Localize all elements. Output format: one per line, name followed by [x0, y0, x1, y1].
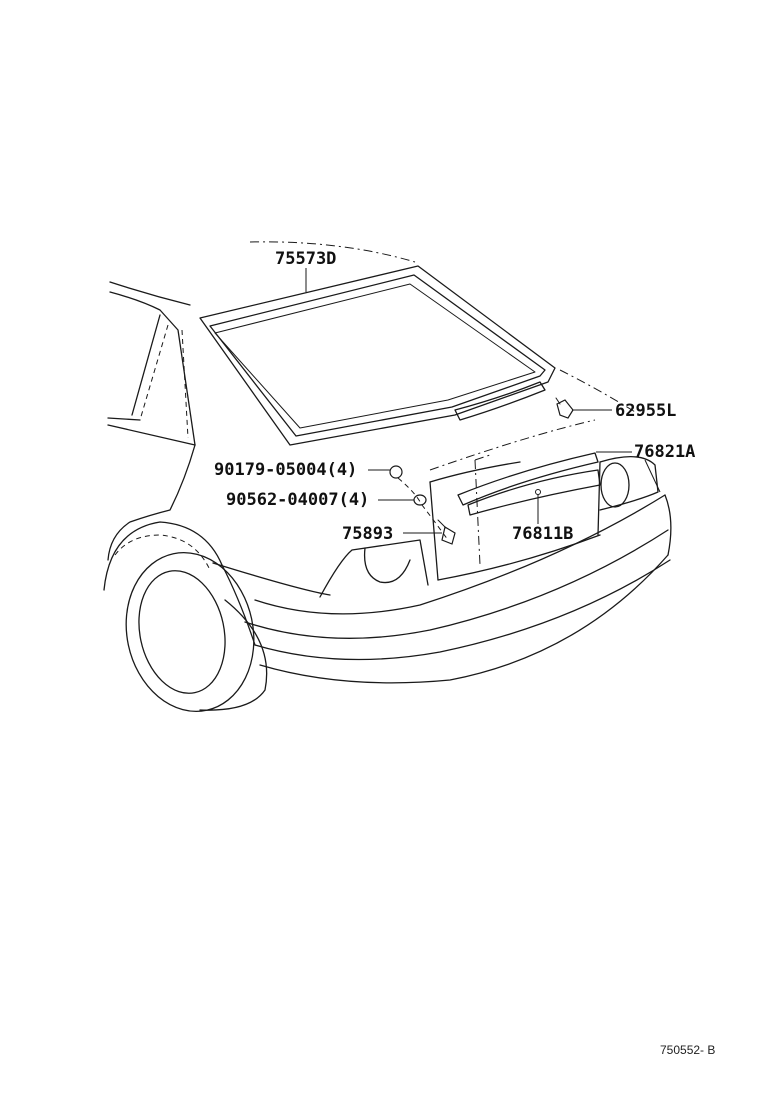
trunk-lid-right [597, 461, 601, 536]
bumper-side [221, 564, 256, 646]
clip-62955l-icon [556, 399, 574, 419]
fastener-axis [397, 477, 449, 541]
window-sill [107, 417, 141, 421]
garnish-upper [467, 469, 601, 516]
tire-tread [199, 599, 268, 711]
window-moulding-inner [209, 274, 546, 437]
c-pillar-inner [181, 329, 189, 439]
trunk-lid-corner-dash [474, 454, 491, 461]
side-window-inner [139, 324, 169, 421]
wheel-arch [103, 521, 223, 591]
tail-lamp-right [600, 462, 630, 508]
lower-body-line [212, 562, 331, 596]
c-pillar [109, 291, 196, 446]
window-moulding-outer [199, 265, 556, 446]
trunk-lid-upper [429, 461, 521, 483]
washer-90562-icon [413, 494, 427, 506]
roof-edge-upper [109, 281, 191, 306]
bumper-bottom [259, 554, 669, 684]
garnish-emblem [535, 489, 541, 495]
side-window-front-edge [131, 314, 161, 416]
bolt-75893-icon [441, 526, 456, 545]
roof-line [249, 241, 416, 263]
label-90179: 90179-05004(4) [214, 460, 357, 480]
moulding-lower-segment [454, 381, 546, 421]
trunk-top-dash [559, 369, 641, 416]
beltline [107, 424, 196, 446]
bumper-corner [664, 494, 672, 556]
label-76821a: 76821A [634, 442, 695, 462]
tail-lamp-right-housing [599, 456, 659, 511]
nut-90179-icon [389, 465, 403, 479]
bumper-top [254, 494, 666, 615]
car-body [103, 241, 672, 712]
label-76811b: 76811B [512, 524, 573, 544]
fasteners [389, 397, 574, 545]
bumper-upper-line [244, 529, 669, 639]
rear-window-moulding [199, 265, 556, 446]
trunk-lid-bottom [437, 534, 601, 581]
tire-outer [125, 552, 255, 712]
clip-62955l-pin [555, 397, 561, 405]
rear-glass [214, 283, 536, 429]
leader-76821a-tail [644, 459, 661, 493]
quarter-panel [107, 444, 196, 561]
spoiler-strip [457, 452, 599, 506]
bumper-mid-line [254, 559, 671, 661]
trunk-garnish [457, 452, 601, 516]
label-90562: 90562-04007(4) [226, 490, 369, 510]
tail-lamp-left-housing [319, 539, 429, 598]
label-75893: 75893 [342, 524, 393, 544]
tail-lamp-left-inner [363, 547, 411, 584]
label-75573d: 75573D [275, 249, 336, 269]
tire-inner [138, 570, 226, 694]
label-62955l: 62955L [615, 401, 676, 421]
trunk-lid-dash [429, 419, 596, 471]
trunk-lid-left [429, 481, 439, 581]
bolt-75893-shank [437, 519, 447, 529]
part-labels: 75573D 62955L 76821A 90179-05004(4) 9056… [214, 249, 715, 1057]
leader-lines [305, 268, 661, 534]
diagram-code: 750552- B [660, 1043, 715, 1057]
wheel-arch-inner [114, 534, 211, 571]
